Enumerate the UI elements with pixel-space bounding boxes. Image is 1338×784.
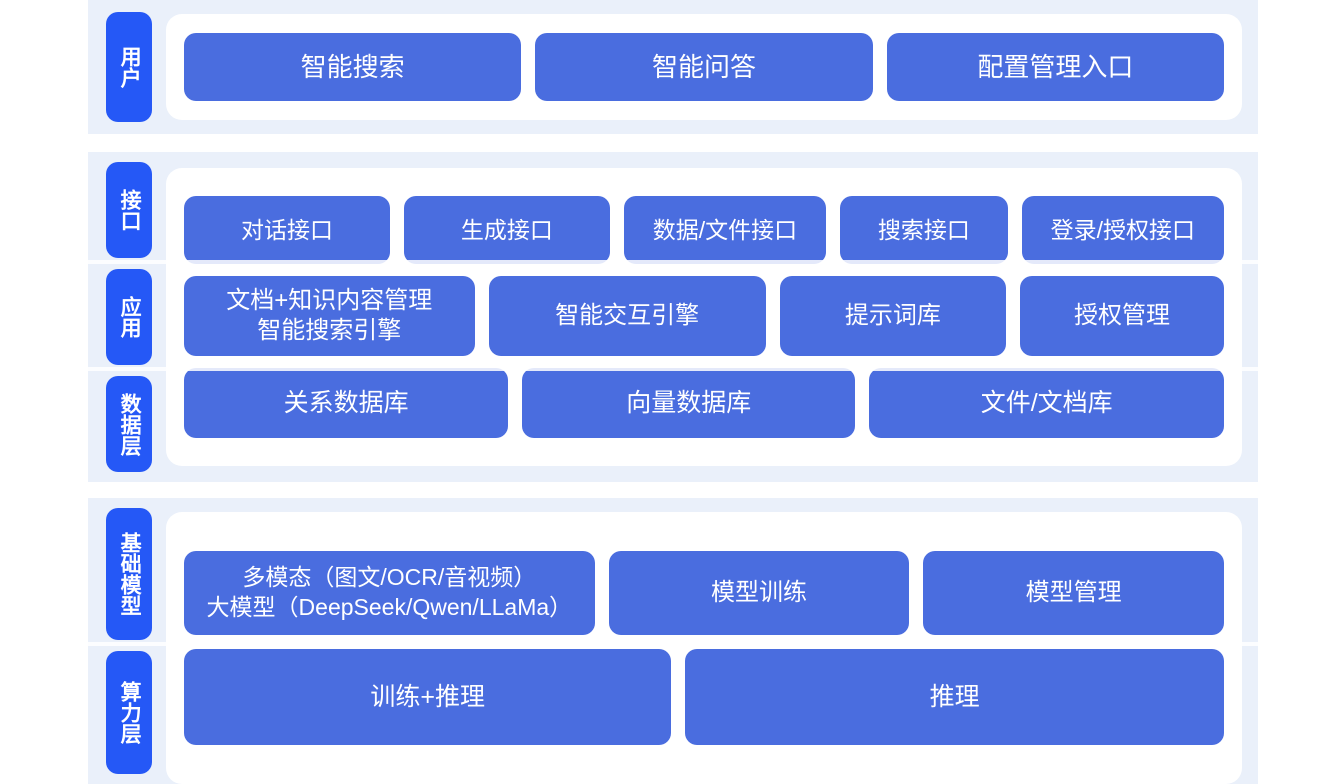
rail-divider-interface-app bbox=[88, 260, 1258, 264]
box-intelligent-search[interactable]: 智能搜索 bbox=[184, 33, 522, 101]
row-compute-modules: 训练+推理 推理 bbox=[184, 649, 1224, 745]
box-inference[interactable]: 推理 bbox=[685, 649, 1224, 745]
rail-tab-interface[interactable]: 接口 bbox=[106, 162, 152, 258]
box-data-file-api[interactable]: 数据/文件接口 bbox=[623, 196, 827, 264]
box-training-and-inference[interactable]: 训练+推理 bbox=[184, 649, 672, 745]
rail-infrastructure: 基础模型 算力层 bbox=[88, 498, 152, 784]
box-config-management-entry[interactable]: 配置管理入口 bbox=[886, 33, 1224, 101]
band-platform: 接口 应用 数据层 对话接口 生成接口 数据/文件接口 搜索接口 登录/授权接口… bbox=[88, 152, 1258, 482]
box-document-knowledge-management[interactable]: 文档+知识内容管理 智能搜索引擎 bbox=[184, 276, 475, 356]
card-user: 智能搜索 智能问答 配置管理入口 bbox=[166, 14, 1242, 120]
box-chat-api[interactable]: 对话接口 bbox=[184, 196, 390, 264]
row-user-entries: 智能搜索 智能问答 配置管理入口 bbox=[184, 33, 1224, 101]
box-prompt-library[interactable]: 提示词库 bbox=[779, 276, 1006, 356]
box-vector-database[interactable]: 向量数据库 bbox=[522, 368, 856, 438]
rail-divider-model-compute bbox=[88, 642, 1258, 646]
card-infrastructure: 多模态（图文/OCR/音视频） 大模型（DeepSeek/Qwen/LLaMa）… bbox=[166, 512, 1242, 784]
box-model-training[interactable]: 模型训练 bbox=[608, 551, 910, 635]
rail-platform: 接口 应用 数据层 bbox=[88, 152, 152, 482]
rail-divider-app-data bbox=[88, 367, 1258, 371]
rail-user: 用户 bbox=[88, 0, 152, 134]
box-model-management[interactable]: 模型管理 bbox=[923, 551, 1224, 635]
rail-tab-compute-layer[interactable]: 算力层 bbox=[106, 651, 152, 774]
row-data-stores: 关系数据库 向量数据库 文件/文档库 bbox=[184, 368, 1224, 438]
row-interface-apis: 对话接口 生成接口 数据/文件接口 搜索接口 登录/授权接口 bbox=[184, 196, 1224, 264]
box-generation-api[interactable]: 生成接口 bbox=[403, 196, 610, 264]
box-relational-database[interactable]: 关系数据库 bbox=[184, 368, 509, 438]
rail-tab-user[interactable]: 用户 bbox=[106, 12, 152, 122]
row-application-modules: 文档+知识内容管理 智能搜索引擎 智能交互引擎 提示词库 授权管理 bbox=[184, 276, 1224, 356]
band-infrastructure: 基础模型 算力层 多模态（图文/OCR/音视频） 大模型（DeepSeek/Qw… bbox=[88, 498, 1258, 784]
band-user: 用户 智能搜索 智能问答 配置管理入口 bbox=[88, 0, 1258, 134]
rail-tab-application[interactable]: 应用 bbox=[106, 269, 152, 365]
box-search-api[interactable]: 搜索接口 bbox=[840, 196, 1008, 264]
row-model-modules: 多模态（图文/OCR/音视频） 大模型（DeepSeek/Qwen/LLaMa）… bbox=[184, 551, 1224, 635]
box-authorization-management[interactable]: 授权管理 bbox=[1019, 276, 1224, 356]
rail-tab-foundation-model[interactable]: 基础模型 bbox=[106, 508, 152, 640]
card-platform: 对话接口 生成接口 数据/文件接口 搜索接口 登录/授权接口 文档+知识内容管理… bbox=[166, 168, 1242, 466]
box-multimodal-large-model[interactable]: 多模态（图文/OCR/音视频） 大模型（DeepSeek/Qwen/LLaMa） bbox=[184, 551, 595, 635]
box-interactive-engine[interactable]: 智能交互引擎 bbox=[488, 276, 766, 356]
box-login-auth-api[interactable]: 登录/授权接口 bbox=[1021, 196, 1224, 264]
box-file-document-store[interactable]: 文件/文档库 bbox=[869, 368, 1224, 438]
box-intelligent-qa[interactable]: 智能问答 bbox=[535, 33, 873, 101]
rail-tab-data-layer[interactable]: 数据层 bbox=[106, 376, 152, 472]
